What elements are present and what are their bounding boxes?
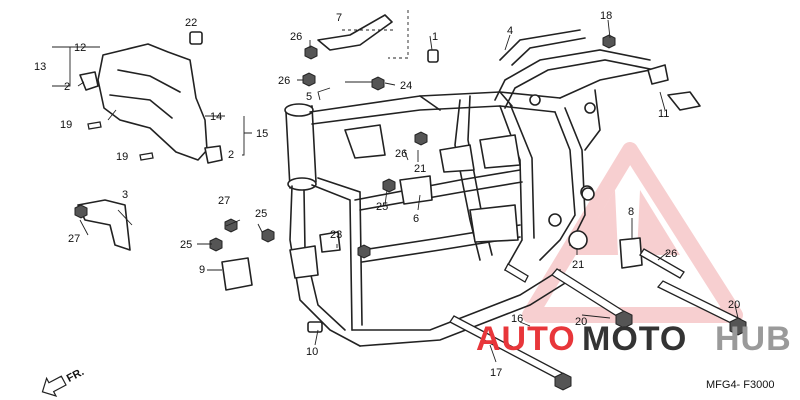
- watermark-logo-triangle: [522, 142, 743, 323]
- fasteners: [74, 14, 747, 391]
- watermark-moto: MOTO: [582, 320, 687, 358]
- callout-10: 10: [306, 346, 318, 358]
- callout-22: 22: [185, 17, 197, 29]
- callout-11: 11: [658, 108, 669, 120]
- callout-18: 18: [600, 10, 612, 22]
- callout-19: 19: [60, 119, 72, 131]
- callout-21: 21: [572, 259, 584, 271]
- side-cover-assembly: [79, 31, 223, 164]
- front-direction-marker: FR.: [41, 366, 86, 397]
- callout-4: 4: [507, 25, 513, 37]
- watermark-hub: HUB: [715, 320, 792, 358]
- callout-3: 3: [122, 189, 128, 201]
- callout-16: 16: [511, 313, 523, 325]
- callout-21: 21: [414, 163, 426, 175]
- front-marker-label: FR.: [65, 366, 86, 385]
- callout-20: 20: [728, 299, 740, 311]
- callout-labels: 1 2 2 3 4 5 6 7 8 9 10 11 12 13 14 15 16…: [34, 10, 740, 379]
- callout-25: 25: [376, 201, 388, 213]
- callout-24: 24: [400, 80, 412, 92]
- callout-27: 27: [68, 233, 80, 245]
- callout-8: 8: [628, 206, 634, 218]
- callout-14: 14: [210, 111, 222, 123]
- callout-5: 5: [306, 91, 312, 103]
- callout-12: 12: [74, 42, 86, 54]
- callout-9: 9: [199, 264, 205, 276]
- callout-26: 26: [665, 248, 677, 260]
- callout-13: 13: [34, 61, 46, 73]
- watermark-auto: AUTO: [476, 320, 576, 358]
- callout-2: 2: [64, 81, 70, 93]
- callout-2: 2: [228, 149, 234, 161]
- watermark-logo-text: AUTO MOTO HUB: [476, 320, 792, 358]
- callout-1: 1: [432, 31, 438, 43]
- callout-27: 27: [218, 195, 230, 207]
- leader-lines: [52, 10, 739, 363]
- callout-26: 26: [395, 148, 407, 160]
- callout-23: 23: [330, 229, 342, 241]
- callout-26: 26: [290, 31, 302, 43]
- diagram-code: MFG4- F3000: [706, 379, 774, 391]
- frame-body: [284, 29, 656, 347]
- callout-15: 15: [256, 128, 268, 140]
- callout-26: 26: [278, 75, 290, 87]
- callout-20: 20: [575, 316, 587, 328]
- callout-6: 6: [413, 213, 419, 225]
- callout-17: 17: [490, 367, 502, 379]
- callout-25: 25: [180, 239, 192, 251]
- callout-25: 25: [255, 208, 267, 220]
- callout-19: 19: [116, 151, 128, 163]
- callout-7: 7: [336, 12, 342, 24]
